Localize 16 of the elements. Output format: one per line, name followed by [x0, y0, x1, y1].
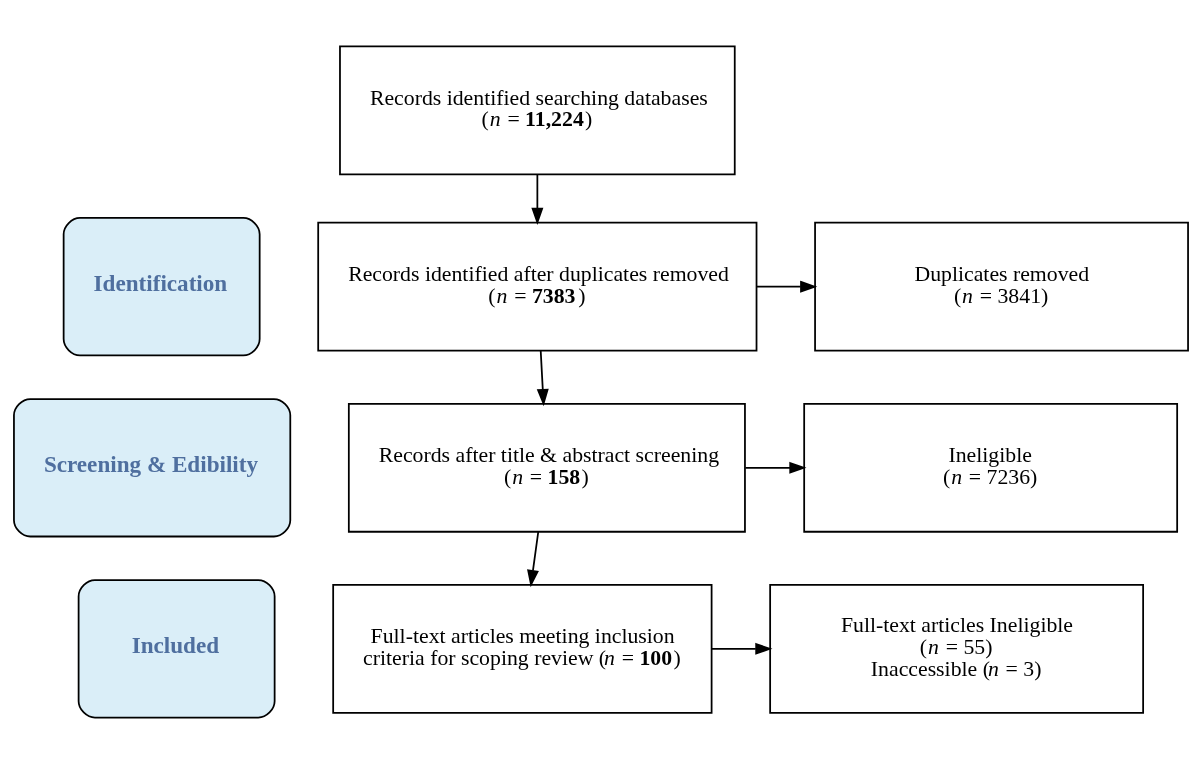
node-box: Full-text articles meeting inclusion criteria for scoping review (n = 100): [332, 583, 713, 714]
arrow: [527, 531, 540, 588]
arrow: [536, 350, 549, 407]
node-box: Duplicates removed (n = 3841): [814, 221, 1189, 352]
node-box: Included: [77, 579, 276, 719]
arrow: [744, 461, 807, 474]
node-box: Records after title & abstract screening (n = 158): [347, 402, 746, 533]
node-box: Records identified searching databases (n = 11,224): [339, 45, 736, 176]
node-box: Identification: [62, 217, 261, 357]
node-box: Screening & Edibility: [13, 398, 292, 538]
node-box: Full-text articles Ineligible (n = 55) Inaccessible (n = 3): [769, 583, 1144, 714]
arrow: [755, 280, 818, 293]
node-box: Ineligible (n = 7236): [803, 402, 1179, 533]
arrow: [531, 173, 544, 225]
arrow: [711, 642, 773, 655]
node-box: Records identified after duplicates removed (n = 7383): [317, 221, 758, 352]
